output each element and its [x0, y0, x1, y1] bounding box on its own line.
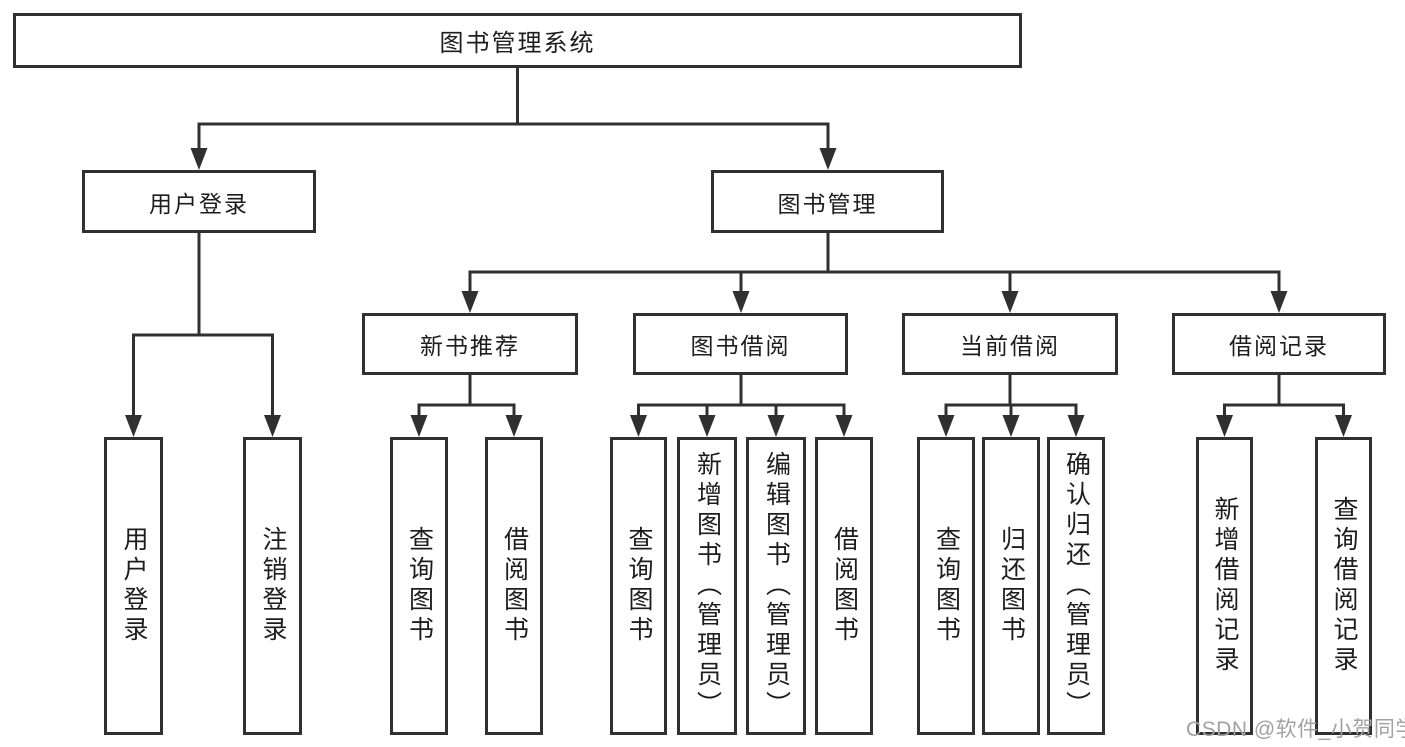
leaf-label: 注销登录 [259, 526, 287, 646]
leaf-query-books-current: 查询图书 [917, 437, 975, 735]
node-book-management: 图书管理 [711, 170, 944, 233]
node-book-borrowing: 图书借阅 [633, 313, 848, 375]
leaf-query-borrow-record: 查询借阅记录 [1315, 437, 1372, 735]
leaf-label: 归还图书 [997, 526, 1026, 646]
csdn-watermark: CSDN @软件_小贺同学 [1186, 718, 1405, 741]
leaf-label: 查询图书 [932, 526, 961, 646]
leaf-label: 查询图书 [405, 526, 434, 646]
leaf-label: 新增图书（管理员） [693, 451, 722, 721]
node-library-management-system: 图书管理系统 [13, 13, 1022, 68]
leaf-borrow-books: 借阅图书 [815, 437, 873, 735]
leaf-query-books-recommend: 查询图书 [390, 437, 448, 735]
node-label: 当前借阅 [960, 333, 1060, 359]
node-label: 借阅记录 [1229, 333, 1329, 359]
leaf-label: 用户登录 [120, 526, 148, 646]
leaf-add-borrow-record: 新增借阅记录 [1196, 437, 1253, 735]
leaf-label: 借阅图书 [830, 526, 859, 646]
node-label: 用户登录 [149, 190, 249, 217]
leaf-label: 借阅图书 [500, 526, 529, 646]
leaf-return-books: 归还图书 [982, 437, 1040, 735]
leaf-user-login: 用户登录 [104, 437, 163, 735]
node-label: 图书管理 [777, 190, 878, 217]
leaf-query-books-borrow: 查询图书 [610, 437, 667, 735]
leaf-borrow-books-recommend: 借阅图书 [485, 437, 543, 735]
node-current-borrowing: 当前借阅 [902, 313, 1118, 375]
leaf-label: 查询图书 [625, 526, 653, 646]
node-label: 图书管理系统 [439, 30, 596, 57]
leaf-label: 查询借阅记录 [1330, 496, 1358, 676]
leaf-edit-books-admin: 编辑图书（管理员） [746, 437, 806, 735]
arrowheads [125, 148, 1352, 437]
leaf-logout: 注销登录 [243, 437, 302, 735]
leaf-confirm-return-admin: 确认归还（管理员） [1047, 437, 1105, 735]
leaf-label: 确认归还（管理员） [1062, 451, 1091, 721]
node-new-book-recommendation: 新书推荐 [362, 313, 578, 375]
leaf-add-books-admin: 新增图书（管理员） [677, 437, 737, 735]
node-user-login: 用户登录 [82, 170, 316, 233]
leaf-label: 新增借阅记录 [1211, 496, 1239, 676]
node-label: 图书借阅 [690, 333, 791, 359]
node-label: 新书推荐 [420, 333, 520, 359]
leaf-label: 编辑图书（管理员） [762, 451, 791, 721]
node-borrowing-records: 借阅记录 [1172, 313, 1386, 375]
